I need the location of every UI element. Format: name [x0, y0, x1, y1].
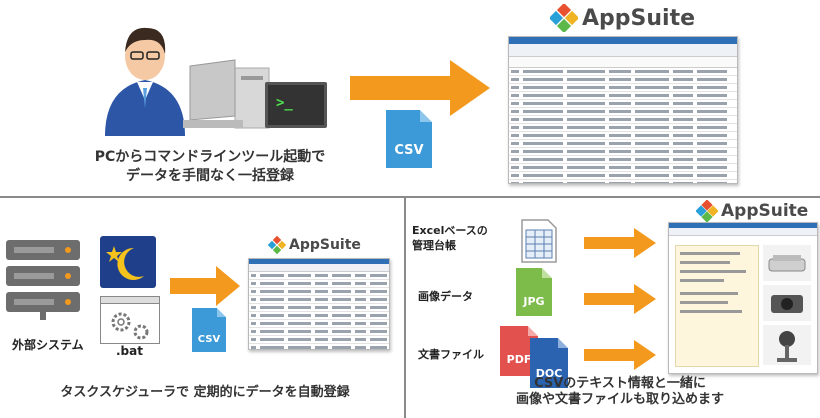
person-at-pc-illustration — [105, 27, 270, 136]
table-row — [249, 320, 389, 328]
bottom-right-caption-line2: 画像や文書ファイルも取り込めます — [515, 392, 724, 408]
csv-file-label: CSV — [394, 143, 424, 158]
external-system-label: 外部システム — [12, 338, 84, 352]
appsuite-logo-bottom-right: AppSuite — [696, 200, 808, 222]
table-row — [249, 336, 389, 344]
doc-file-icon: DOC — [530, 338, 568, 388]
spreadsheet-icon — [521, 219, 557, 263]
moon-star-icon — [106, 246, 144, 280]
table-row — [509, 164, 737, 172]
terminal-prompt: >_ — [276, 95, 293, 111]
jpg-file-label: JPG — [523, 295, 545, 308]
bottom-left-caption: タスクスケジューラで 定期的にデータを自動登録 — [60, 385, 350, 400]
table-row — [249, 304, 389, 312]
image-arrow — [584, 284, 656, 314]
table-row — [509, 76, 737, 84]
appsuite-logo-top: AppSuite — [550, 4, 695, 32]
horizontal-divider — [0, 196, 820, 198]
appsuite-form-screenshot — [668, 222, 818, 374]
appsuite-screenshot-bottom-left — [248, 258, 390, 350]
excel-label-line2: 管理台帳 — [412, 238, 456, 252]
table-row — [509, 100, 737, 108]
appsuite-logo-text: AppSuite — [582, 5, 696, 31]
bat-label: .bat — [116, 344, 143, 358]
table-row — [509, 108, 737, 116]
table-row — [509, 124, 737, 132]
table-row — [509, 116, 737, 124]
pdf-file-label: PDF — [506, 353, 532, 366]
top-caption-line1: PCからコマンドラインツール起動で — [94, 149, 326, 165]
table-row — [509, 84, 737, 92]
excel-arrow — [584, 228, 656, 258]
table-row — [249, 288, 389, 296]
product-photo-3 — [763, 325, 811, 365]
product-photo-1 — [763, 245, 811, 281]
table-row — [249, 296, 389, 304]
csv-file-label-small: CSV — [197, 334, 221, 345]
table-row — [509, 180, 737, 183]
table-row — [509, 132, 737, 140]
top-caption: PCからコマンドラインツール起動で データを手間なく一括登録 — [60, 148, 360, 186]
bat-window-icon — [100, 296, 160, 344]
bottom-left-arrow — [170, 266, 240, 306]
top-arrow — [350, 60, 490, 116]
gear-icon — [111, 312, 149, 340]
appsuite-screenshot-top — [508, 36, 738, 184]
document-arrow — [584, 340, 656, 370]
table-row — [509, 148, 737, 156]
table-row — [249, 344, 389, 349]
csv-file-icon-small: CSV — [192, 308, 226, 352]
table-row — [509, 92, 737, 100]
jpg-file-icon: JPG — [516, 268, 552, 316]
table-row — [249, 312, 389, 320]
vertical-divider — [404, 198, 406, 418]
appsuite-logo-icon — [696, 200, 718, 222]
excel-label-line1: Excelベースの — [412, 224, 488, 237]
table-row — [249, 272, 389, 280]
bottom-right-caption: CSVのテキスト情報と一緒に 画像や文書ファイルも取り込めます — [470, 376, 770, 409]
product-photo-2 — [763, 285, 811, 321]
appsuite-logo-icon — [550, 4, 578, 32]
terminal-icon: >_ — [265, 82, 327, 128]
table-row — [509, 68, 737, 76]
image-data-label: 画像データ — [418, 290, 473, 303]
csv-file-icon: CSV — [386, 110, 432, 168]
excel-ledger-label: Excelベースの 管理台帳 — [412, 224, 488, 254]
appsuite-logo-text: AppSuite — [721, 201, 809, 221]
table-row — [249, 328, 389, 336]
appsuite-logo-bottom-left: AppSuite — [268, 236, 361, 254]
table-row — [509, 140, 737, 148]
night-schedule-icon — [100, 236, 156, 288]
table-row — [249, 280, 389, 288]
table-row — [509, 172, 737, 180]
bottom-right-caption-line1: CSVのテキスト情報と一緒に — [534, 376, 706, 391]
table-row — [509, 156, 737, 164]
appsuite-logo-text: AppSuite — [289, 237, 361, 253]
document-file-label: 文書ファイル — [418, 348, 484, 361]
doc-file-label: DOC — [535, 367, 563, 380]
form-fields-panel — [675, 245, 759, 367]
top-caption-line2: データを手間なく一括登録 — [126, 167, 294, 184]
appsuite-logo-icon — [268, 236, 286, 254]
server-rack-icon — [6, 240, 80, 320]
